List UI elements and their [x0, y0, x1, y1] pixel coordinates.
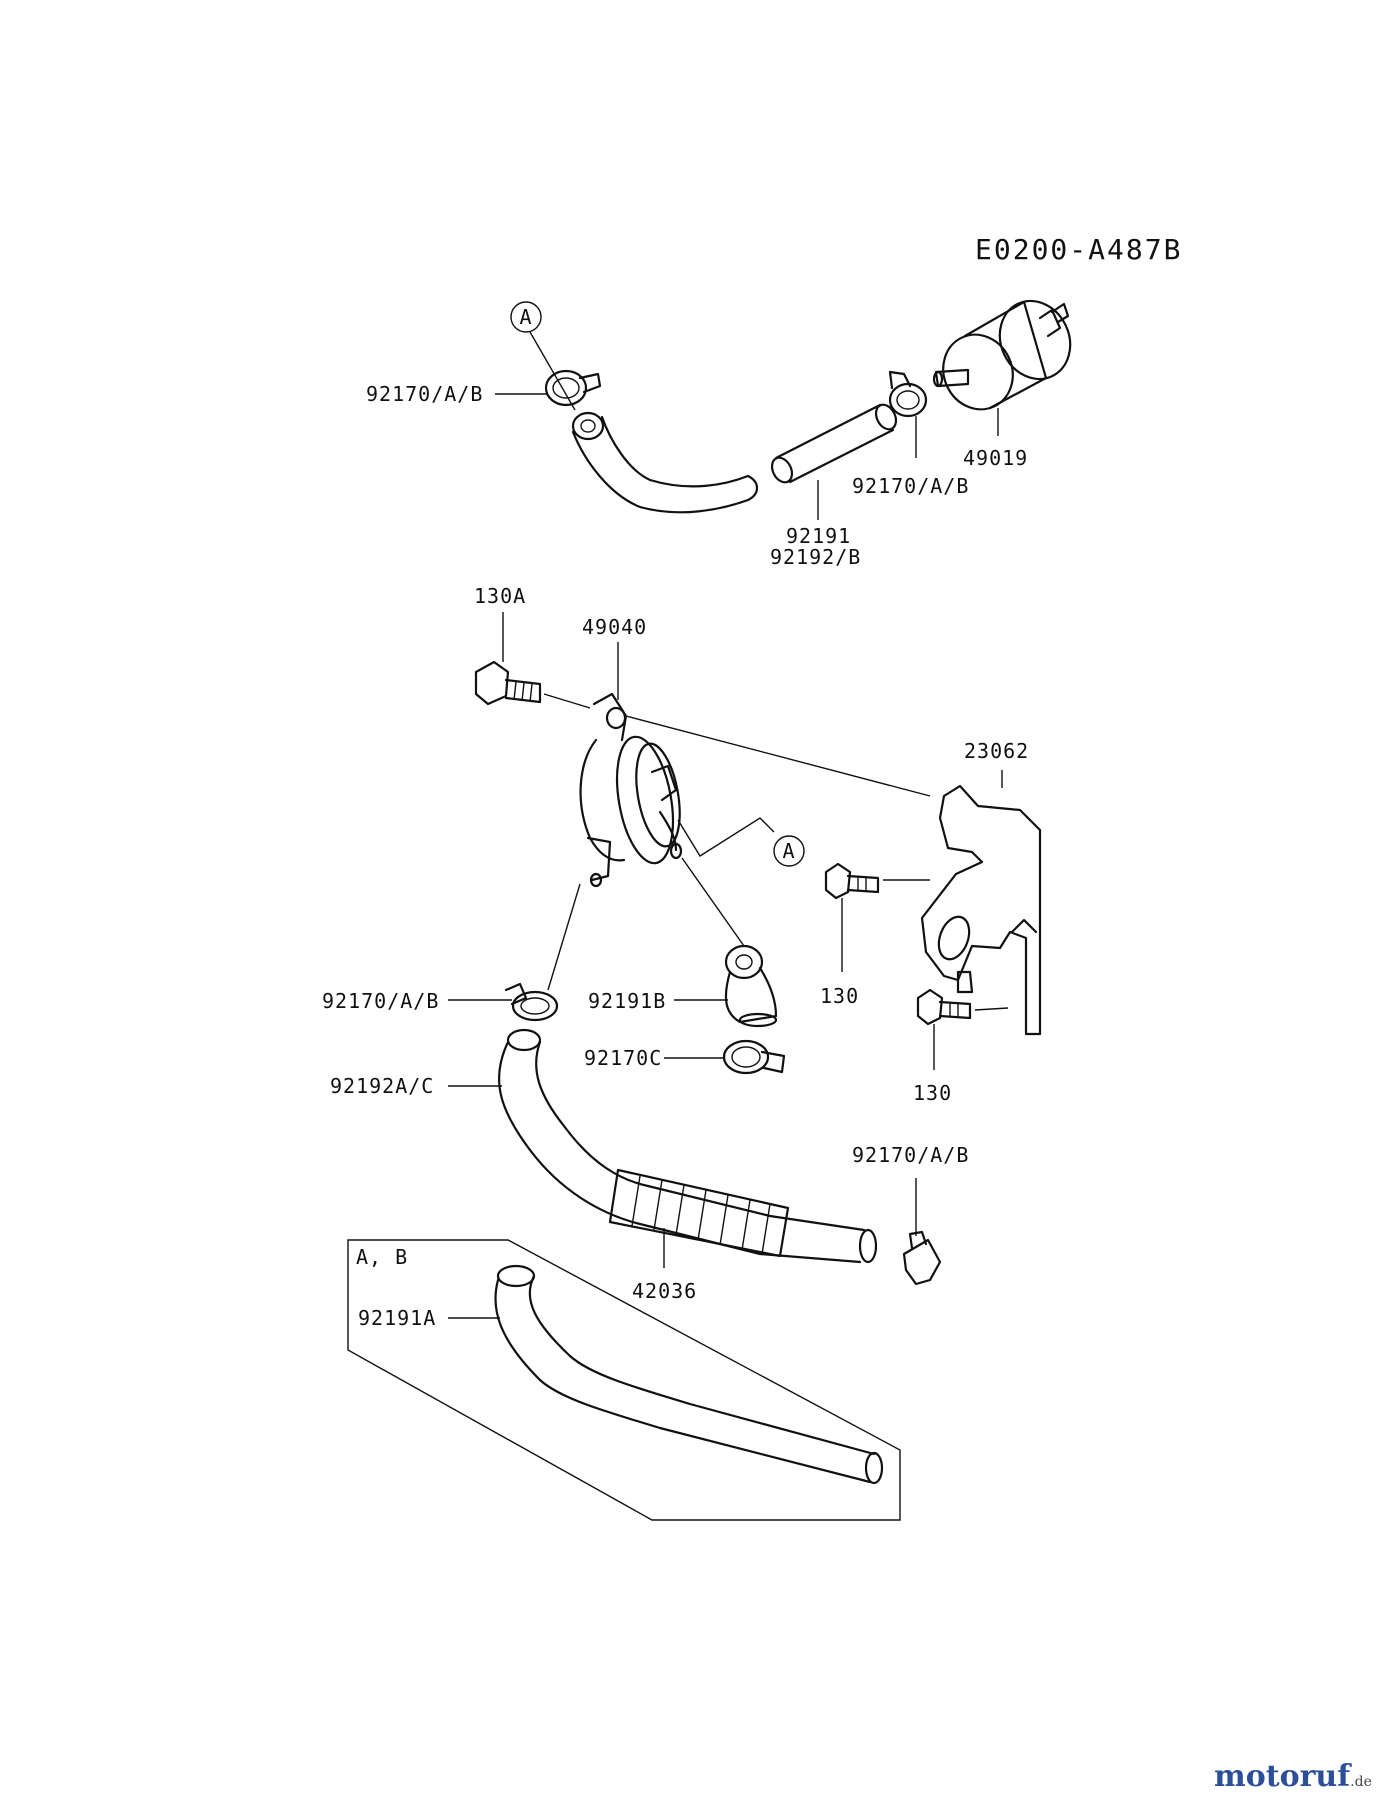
- label-hose-top-2: 92192/B: [770, 545, 861, 569]
- label-fuel-filter: 49019: [963, 446, 1028, 470]
- label-clamp-c: 92170C: [584, 1046, 662, 1070]
- bolt-130a: [474, 612, 591, 709]
- label-bracket: 23062: [964, 739, 1029, 763]
- label-clamp-bottom-right: 92170/A/B: [852, 1143, 969, 1167]
- hose-clamp-top-left: [495, 369, 602, 407]
- label-clamp-top-right: 92170/A/B: [852, 474, 969, 498]
- fuel-hose-top-bent: [571, 411, 759, 514]
- fuel-hose-top-straight: [770, 403, 898, 520]
- label-bolt-130-upper: 130: [820, 984, 859, 1008]
- fuel-hose-mid: [448, 1028, 878, 1264]
- elbow-hose-92191b: [674, 857, 778, 1028]
- label-hose-mid: 92192A/C: [330, 1074, 434, 1098]
- label-bolt-130a: 130A: [474, 584, 526, 608]
- label-clamp-top-left: 92170/A/B: [366, 382, 483, 406]
- inset-variant-box: [347, 1239, 901, 1521]
- hose-clamp-mid-left: [448, 883, 581, 1022]
- bolt-130-upper: [824, 862, 930, 972]
- label-inset-variant: A, B: [356, 1245, 408, 1269]
- fuel-filter: [932, 299, 1072, 436]
- hose-clamp-bottom-right: [902, 1178, 942, 1286]
- watermark-logo: motoruf.de: [1214, 1759, 1372, 1794]
- svg-text:motoruf.de: motoruf.de: [1214, 1759, 1372, 1794]
- label-inset-hose: 92191A: [358, 1306, 436, 1330]
- protective-sleeve: [608, 1168, 790, 1268]
- fuel-pump: [579, 642, 931, 888]
- label-fuel-pump: 49040: [582, 615, 647, 639]
- svg-text:A: A: [782, 839, 795, 863]
- label-hose-sleeve: 42036: [632, 1279, 697, 1303]
- mounting-bracket: [920, 770, 1042, 1036]
- label-hose-top-1: 92191: [786, 524, 851, 548]
- hose-clamp-top-right: [888, 370, 928, 458]
- svg-text:A: A: [519, 305, 532, 329]
- hose-clamp-92170c: [664, 1039, 786, 1075]
- callout-a-top: A: [510, 301, 576, 411]
- diagram-code: E0200-A487B: [975, 233, 1182, 266]
- callout-a-mid: A: [677, 817, 805, 867]
- bolt-130-lower: [916, 988, 1009, 1070]
- fuel-hose-inset-92191a: [448, 1264, 884, 1485]
- label-clamp-mid-left: 92170/A/B: [322, 989, 439, 1013]
- label-bolt-130-lower: 130: [913, 1081, 952, 1105]
- label-elbow-hose: 92191B: [588, 989, 666, 1013]
